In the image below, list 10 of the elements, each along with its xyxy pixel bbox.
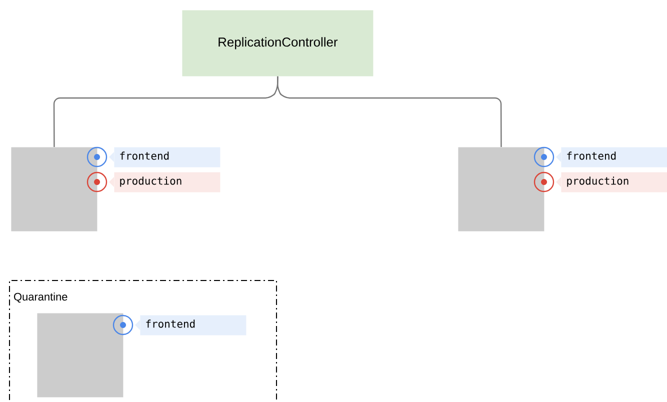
label-tag: frontend: [135, 315, 246, 336]
label-tag: frontend: [109, 147, 220, 168]
controller-box: ReplicationController: [182, 10, 374, 76]
label-tag: production: [556, 172, 667, 192]
label-tag: production: [109, 172, 220, 192]
pod-box: [37, 313, 124, 398]
bracket-line: [277, 76, 502, 147]
pod-box: [458, 147, 544, 232]
label-tag: frontend: [556, 147, 667, 168]
pod-box: [11, 147, 98, 232]
